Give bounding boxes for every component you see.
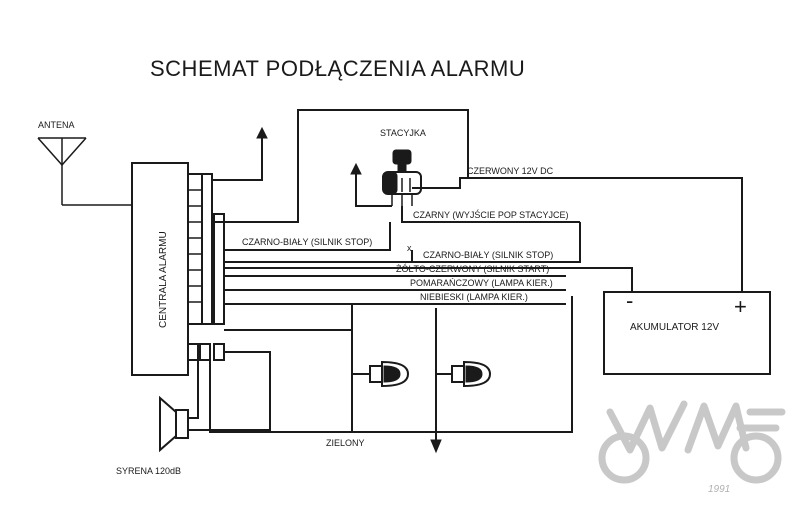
wire-top-up <box>212 136 263 181</box>
label-red-12v: CZERWONY 12V DC <box>467 166 554 176</box>
wire-battery-minus <box>224 267 633 295</box>
label-blue: NIEBIESKI (LAMPA KIER.) <box>420 292 528 302</box>
wilmas-logo: 1991 <box>598 400 786 495</box>
wire-ignition-arrow <box>355 172 392 207</box>
arrow-up-icon-2 <box>350 162 362 175</box>
antenna-label: ANTENA <box>38 120 75 130</box>
connector-main <box>187 173 225 325</box>
label-orange: POMARAŃCZOWY (LAMPA KIER.) <box>410 278 553 288</box>
label-black-ignition: CZARNY (WYJŚCIE POP STACYJCE) <box>413 209 569 220</box>
battery-label: AKUMULATOR 12V <box>630 322 719 333</box>
connector-siren <box>187 343 225 361</box>
ignition-switch-icon <box>382 149 422 206</box>
arrow-up-icon <box>256 126 268 139</box>
antenna-symbol <box>37 137 132 206</box>
wire-black-white-2 <box>224 250 413 263</box>
wire-siren-2 <box>188 351 271 431</box>
battery-plus: + <box>734 294 747 319</box>
label-black-white-2: CZARNO-BIAŁY (SILNIK STOP) <box>423 250 553 260</box>
wire-green-top <box>224 308 353 331</box>
central-unit-label: CENTRALA ALARMU <box>158 231 169 328</box>
wire-red-12v <box>412 177 743 295</box>
lamp-right-icon <box>435 308 492 446</box>
battery-minus: - <box>626 288 634 313</box>
wire-siren-1 <box>188 360 199 419</box>
siren-icon <box>159 351 271 453</box>
lamp-left-icon <box>351 308 410 432</box>
central-unit-box <box>131 162 189 376</box>
wire-join <box>566 222 581 263</box>
wire-green-bottom <box>209 296 573 433</box>
logo-year: 1991 <box>708 484 730 495</box>
ignition-label: STACYJKA <box>380 128 426 138</box>
wire-black-white-1 <box>224 222 391 251</box>
arrow-down-icon <box>430 439 442 454</box>
label-black-white-1: CZARNO-BIAŁY (SILNIK STOP) <box>242 237 372 247</box>
wire-ignition-loop <box>212 109 469 223</box>
label-green: ZIELONY <box>326 438 365 448</box>
cross-mark: x <box>407 243 412 253</box>
diagram-title: SCHEMAT PODŁĄCZENIA ALARMU <box>150 56 525 81</box>
battery-box <box>603 291 771 375</box>
wire-black-ignition <box>401 206 580 223</box>
siren-label: SYRENA 120dB <box>116 466 181 476</box>
